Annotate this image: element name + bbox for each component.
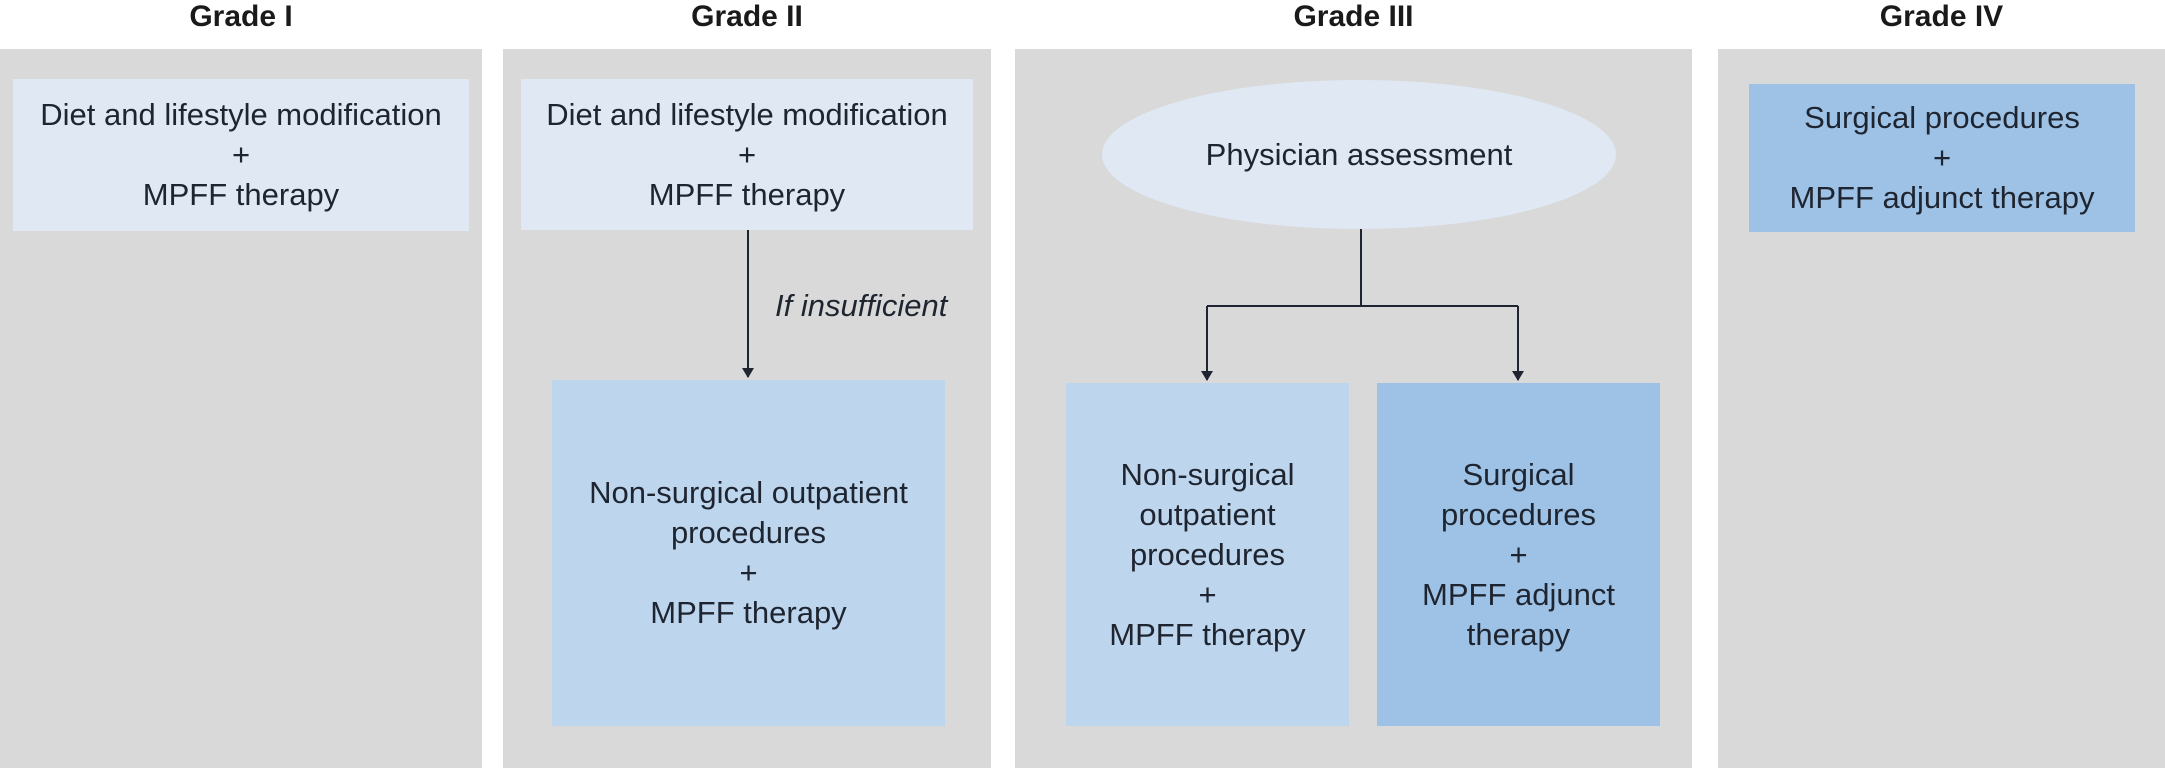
header-grade-3: Grade III xyxy=(1293,0,1414,33)
grade1-diet-text: Diet and lifestyle modification + MPFF t… xyxy=(40,97,442,212)
grade3-nonsurgical-box: Non-surgical outpatient procedures + MPF… xyxy=(1066,383,1349,726)
header-grade-1: Grade I xyxy=(189,0,293,33)
grade2-diet-box: Diet and lifestyle modification + MPFF t… xyxy=(521,79,973,230)
physician-assessment-text: Physician assessment xyxy=(1205,136,1513,172)
grade4-surgical-text: Surgical procedures + MPFF adjunct thera… xyxy=(1789,100,2095,215)
grade4-surgical-box: Surgical procedures + MPFF adjunct thera… xyxy=(1749,84,2135,232)
physician-assessment-ellipse: Physician assessment xyxy=(1102,80,1616,229)
grade1-diet-box: Diet and lifestyle modification + MPFF t… xyxy=(13,79,469,231)
if-insufficient-note: If insufficient xyxy=(775,288,948,323)
grade2-nonsurgical-box: Non-surgical outpatient procedures + MPF… xyxy=(552,380,945,726)
grade3-surgical-box: Surgical procedures + MPFF adjunct thera… xyxy=(1377,383,1660,726)
header-grade-2: Grade II xyxy=(691,0,803,33)
grade2-diet-text: Diet and lifestyle modification + MPFF t… xyxy=(546,96,948,212)
grade3-surgical-text: Surgical procedures + MPFF adjunct thera… xyxy=(1422,456,1615,652)
header-grade-4: Grade IV xyxy=(1879,0,2004,33)
grade2-nonsurgical-text: Non-surgical outpatient procedures + MPF… xyxy=(589,475,908,630)
grade3-nonsurgical-text: Non-surgical outpatient procedures + MPF… xyxy=(1109,456,1306,652)
